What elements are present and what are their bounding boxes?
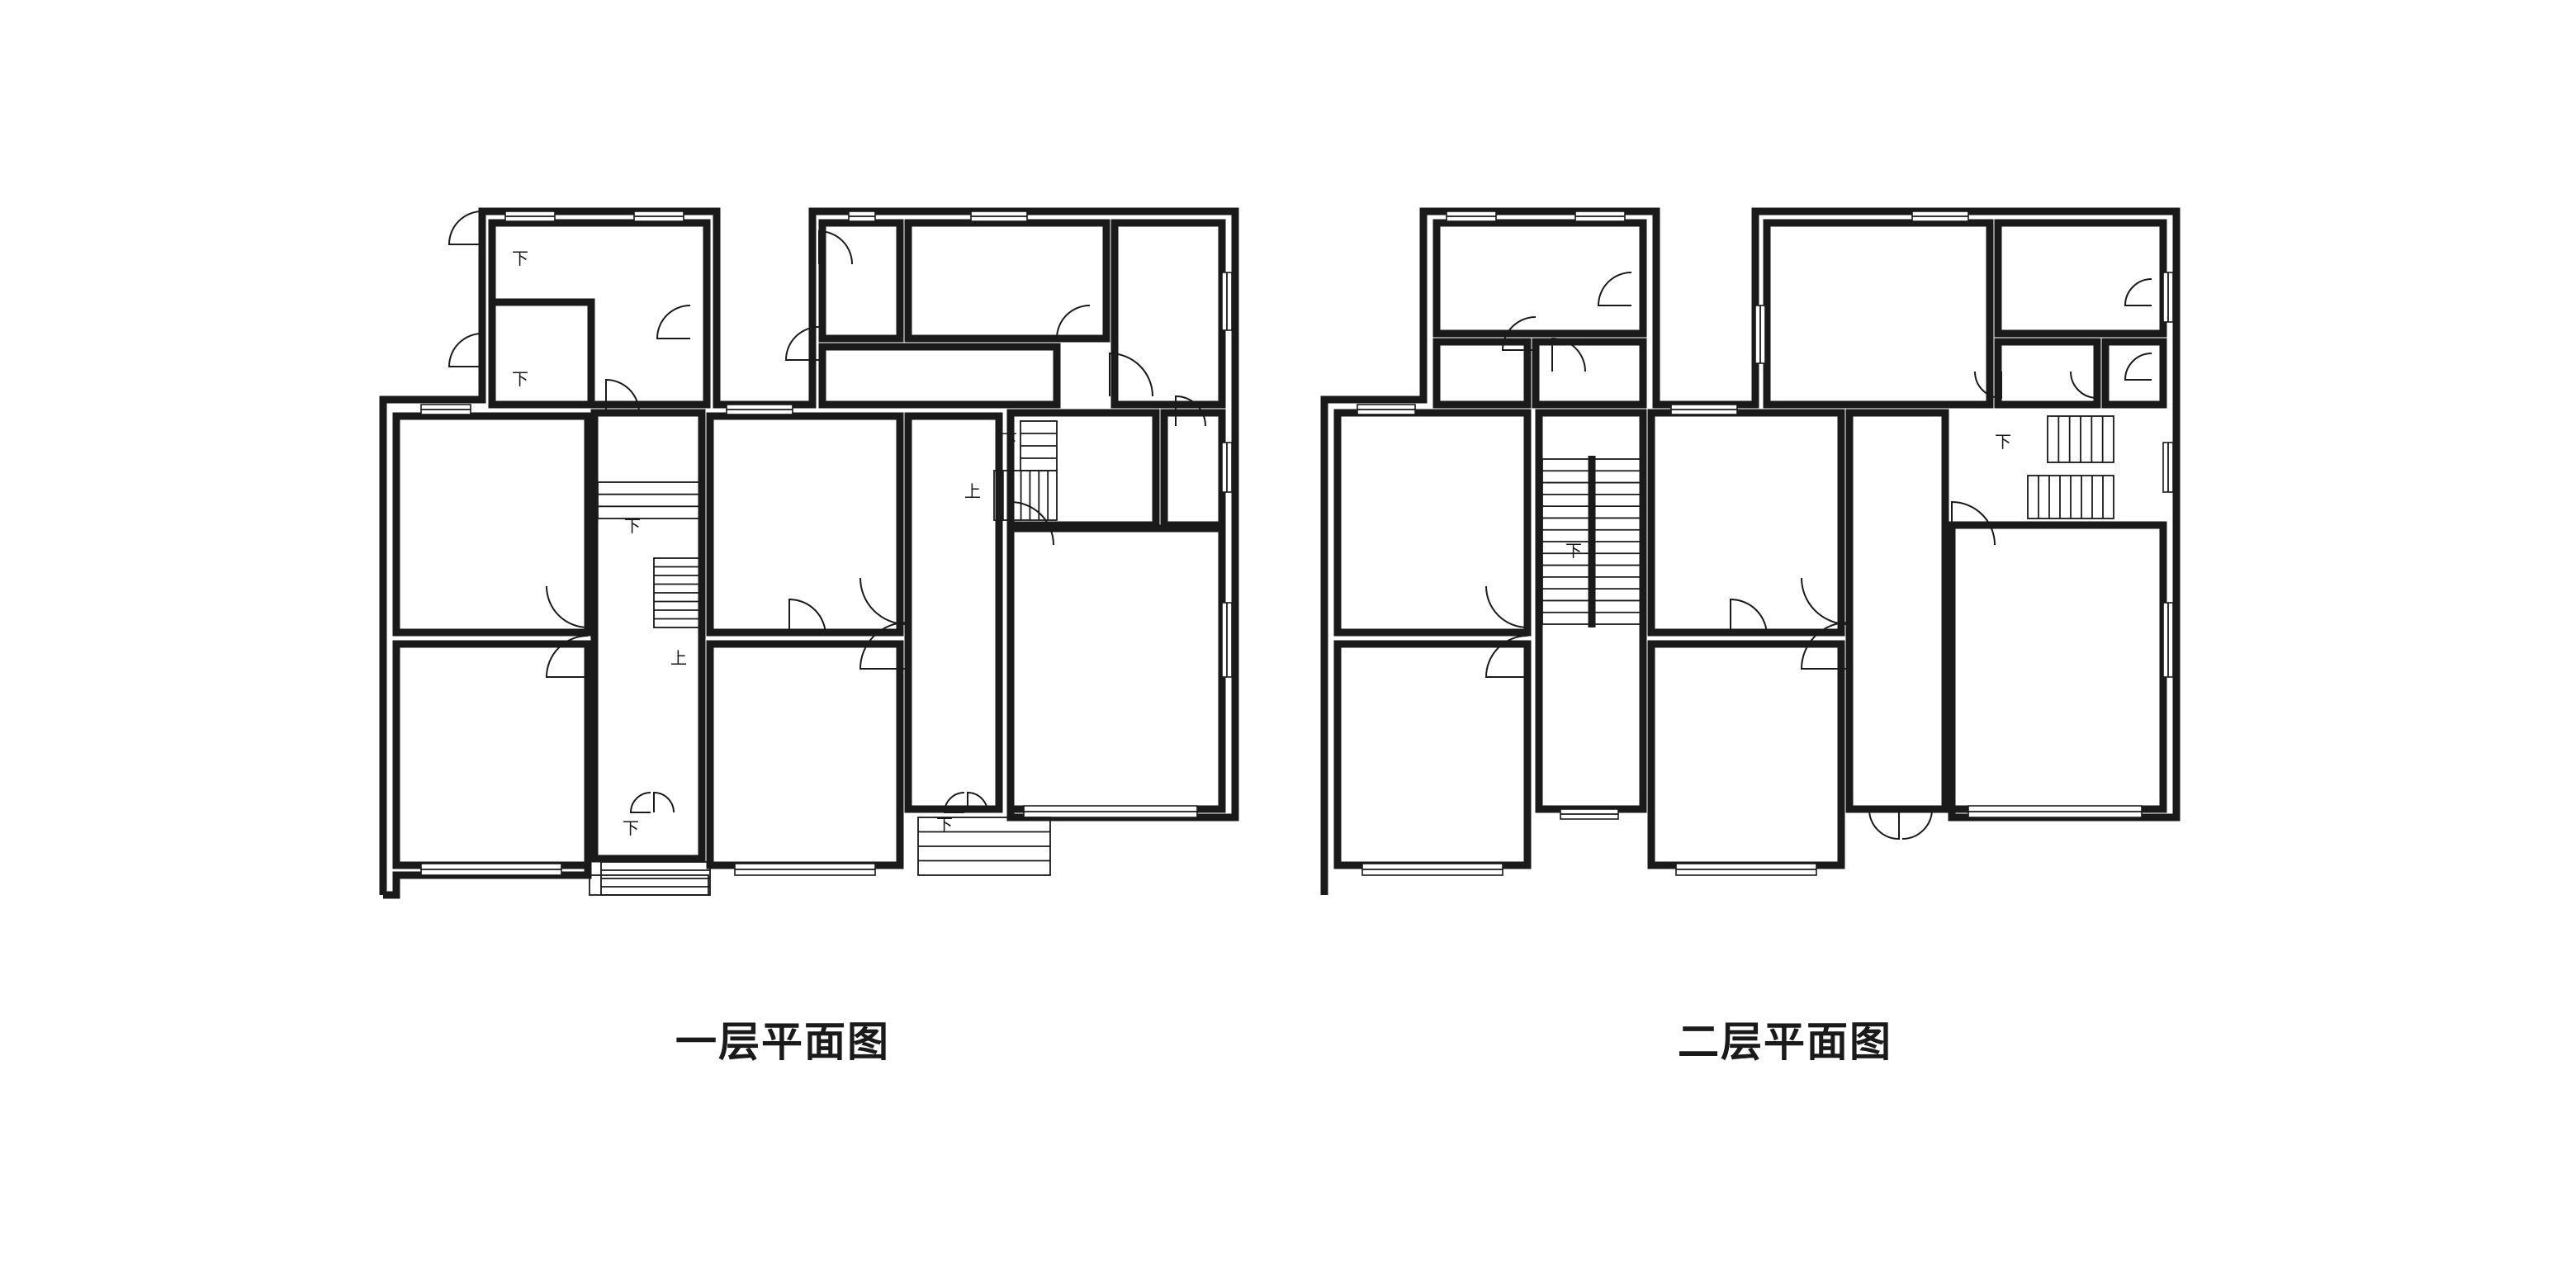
room-wall [904, 219, 1110, 343]
door-swing [546, 585, 589, 629]
room-wall [1948, 521, 2167, 813]
door-swing [605, 378, 640, 414]
stair-mark: 下 [624, 516, 641, 536]
room-wall [904, 412, 1003, 813]
door-swing [1597, 272, 1632, 306]
room-wall [1006, 409, 1160, 529]
door-swing [1951, 500, 1996, 546]
second-floor-plan [1320, 207, 2181, 895]
door-swing [653, 791, 675, 813]
entry-step [589, 874, 709, 896]
room-wall [1432, 219, 1647, 338]
door-swing [1485, 585, 1528, 629]
stair [597, 481, 701, 519]
room-wall [1647, 409, 1845, 637]
door-swing [788, 598, 826, 637]
outer-wall [383, 865, 592, 899]
stair-mark: 下 [623, 818, 639, 838]
door-swing [1109, 352, 1153, 397]
room-wall [488, 298, 595, 409]
door-swing [1868, 808, 1900, 841]
door-swing [447, 211, 483, 245]
stair-mark: 上 [964, 481, 981, 501]
room-wall [1006, 524, 1226, 813]
room-wall [1432, 338, 1532, 409]
room-wall [1110, 219, 1226, 409]
stair-mark: 下 [512, 369, 528, 389]
first-floor-plan-title: 一层平面图 [675, 1018, 890, 1066]
stair-mark: 下 [1001, 430, 1017, 450]
outer-wall [1320, 207, 2181, 895]
room-wall [1333, 409, 1532, 637]
room-wall [1994, 219, 2167, 338]
stair-mark: 下 [936, 815, 953, 835]
door-swing [545, 635, 589, 678]
door-swing [1055, 305, 1091, 339]
stair-mark: 下 [1995, 432, 2011, 452]
door-swing [1485, 635, 1528, 678]
room-wall [1647, 640, 1845, 869]
second-floor-plan-title: 二层平面图 [1678, 1018, 1892, 1066]
room-wall [706, 412, 904, 637]
room-wall [1160, 409, 1226, 529]
door-swing [859, 577, 907, 626]
stair-mark: 上 [670, 648, 687, 668]
door-swing [656, 305, 691, 339]
room-wall [1763, 219, 1994, 409]
door-swing [859, 622, 907, 670]
second-floor-stair-marks: 下 下 [1565, 432, 2011, 561]
door-swing [1974, 371, 2002, 400]
door-swing [967, 791, 988, 813]
door-swing [2070, 371, 2098, 400]
first-floor-stair-marks: 下 下 下 上 下 上 下 下 [512, 249, 1017, 838]
door-swing [1730, 598, 1768, 637]
room-wall [1994, 338, 2101, 409]
door-swing [1175, 395, 1206, 427]
room-wall [818, 343, 1061, 409]
room-wall [2101, 338, 2167, 409]
door-swing [1901, 808, 1934, 840]
door-swing [1501, 316, 1537, 351]
door-swing [2124, 278, 2152, 306]
stair-mark: 下 [512, 249, 528, 268]
room-wall [706, 640, 904, 869]
door-swing [2124, 353, 2152, 381]
door-swing [1551, 337, 1586, 372]
room-wall [392, 412, 592, 637]
room-wall [590, 409, 706, 863]
room-wall [1532, 338, 1647, 409]
door-swing [447, 333, 483, 367]
door-swing [1800, 622, 1849, 670]
door-swing [784, 326, 820, 361]
door-swing [943, 792, 965, 813]
room-wall [1845, 409, 1949, 813]
door-swing [629, 792, 651, 813]
door-swing [1801, 577, 1849, 626]
stair-mark: 下 [1565, 541, 1582, 561]
door-swing [818, 230, 853, 265]
first-floor-plan [379, 207, 1239, 899]
room-wall [818, 219, 904, 343]
